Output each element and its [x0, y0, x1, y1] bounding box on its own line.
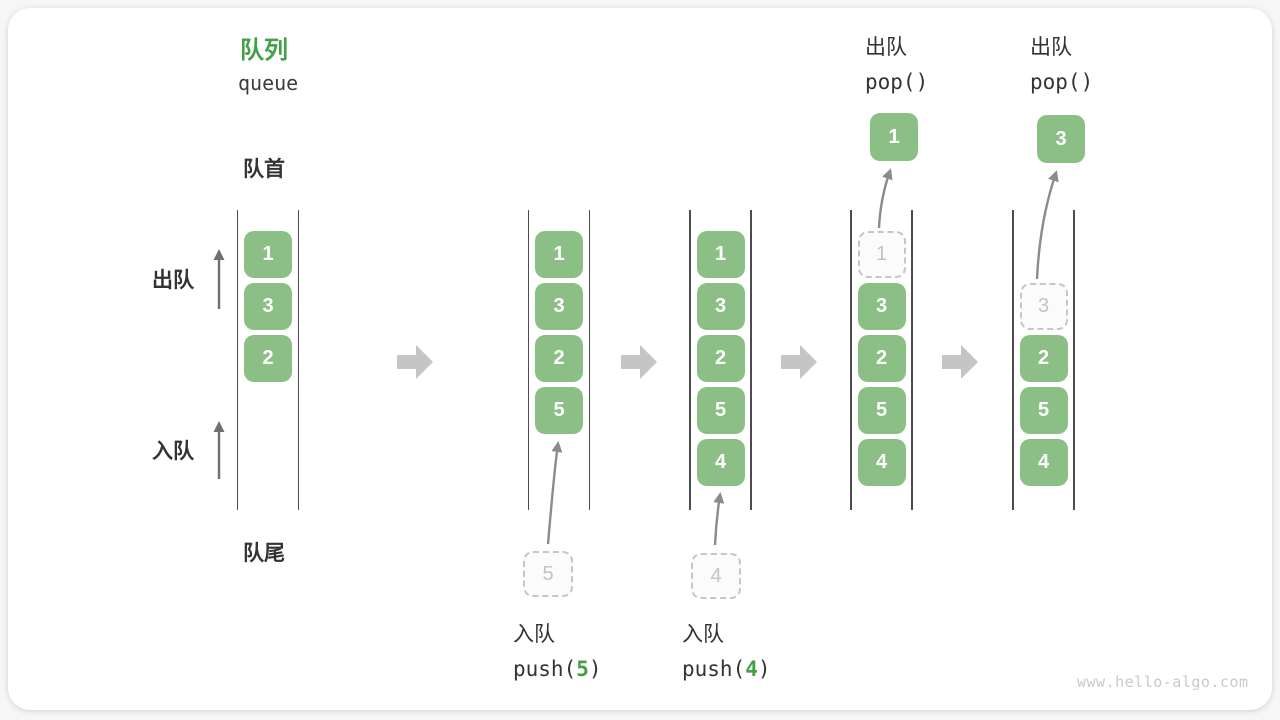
- dequeue-side-label: 出队: [152, 269, 194, 292]
- pop-code: pop(): [865, 70, 929, 94]
- push5-motion-arrow-icon: [546, 441, 563, 545]
- figure-subtitle: queue: [238, 71, 299, 95]
- queue-cell: 1: [696, 231, 745, 278]
- queue-wall: [911, 210, 913, 510]
- enqueue-op-title: 入队: [513, 623, 555, 646]
- queue-cell: 3: [244, 283, 292, 330]
- queue-cell: 3: [535, 283, 583, 330]
- queue-cell: 2: [857, 335, 906, 382]
- queue-wall: [689, 210, 691, 510]
- push-operation-2: 入队 push(4): [682, 618, 771, 686]
- push4-motion-arrow-icon: [713, 492, 725, 546]
- push-code-open: push(: [513, 657, 577, 681]
- stage-arrow-icon: [942, 345, 978, 379]
- queue-cell: 3: [857, 283, 906, 330]
- queue-wall: [1073, 210, 1075, 510]
- push-operation-1: 入队 push(5): [513, 618, 602, 686]
- pop-operation-1: 出队 pop(): [865, 30, 928, 100]
- push-code: push(4): [682, 652, 771, 686]
- popped-cell: 3: [1037, 115, 1085, 163]
- dequeue-op-title: 出队: [865, 36, 907, 59]
- stage-arrow-icon: [621, 345, 657, 379]
- queue-rear-label: 队尾: [243, 542, 285, 565]
- queue-cell: 1: [244, 231, 292, 278]
- stage-arrow-icon: [397, 345, 433, 379]
- queue-cell: 3: [696, 283, 745, 330]
- queue-wall: [1012, 210, 1014, 510]
- queue-cell: 5: [535, 387, 583, 434]
- queue-wall: [236, 210, 239, 510]
- queue-cell: 2: [696, 335, 745, 382]
- pending-cell: 5: [523, 551, 573, 597]
- dequeue-op-title: 出队: [1030, 36, 1072, 59]
- queue-cell: 2: [1019, 335, 1068, 382]
- push-code-close: ): [588, 657, 602, 681]
- enqueue-op-title: 入队: [682, 623, 724, 646]
- queue-cell: 2: [535, 335, 583, 382]
- queue-cell: 5: [1019, 387, 1068, 434]
- push-code-open: push(: [682, 657, 746, 681]
- queue-cell: 1: [535, 231, 583, 278]
- queue-cell: 2: [244, 335, 292, 382]
- push-code: push(5): [513, 652, 602, 686]
- queue-cell: 5: [696, 387, 745, 434]
- push-arg: 5: [576, 657, 589, 681]
- enqueue-side-label: 入队: [152, 440, 194, 463]
- queue-wall: [588, 210, 591, 510]
- queue-wall: [750, 210, 752, 510]
- dequeued-slot-cell: 1: [857, 231, 906, 278]
- queue-front-label: 队首: [243, 158, 285, 181]
- pop-code: pop(): [1030, 70, 1094, 94]
- popped-cell: 1: [870, 113, 918, 161]
- pop1-motion-arrow-icon: [877, 168, 893, 229]
- push-arg: 4: [745, 657, 758, 681]
- queue-wall: [297, 210, 300, 510]
- pending-cell: 4: [691, 553, 741, 599]
- push-code-close: ): [757, 657, 771, 681]
- queue-cell: 4: [696, 439, 745, 486]
- stage-arrow-icon: [781, 345, 817, 379]
- queue-cell: 4: [857, 439, 906, 486]
- queue-cell: 4: [1019, 439, 1068, 486]
- pop-operation-2: 出队 pop(): [1030, 30, 1093, 100]
- queue-cell: 5: [857, 387, 906, 434]
- queue-wall: [527, 210, 530, 510]
- figure-title: 队列: [240, 37, 288, 64]
- queue-wall: [850, 210, 852, 510]
- watermark: www.hello-algo.com: [1077, 673, 1249, 691]
- dequeued-slot-cell: 3: [1019, 283, 1068, 330]
- pop3-motion-arrow-icon: [1035, 170, 1059, 280]
